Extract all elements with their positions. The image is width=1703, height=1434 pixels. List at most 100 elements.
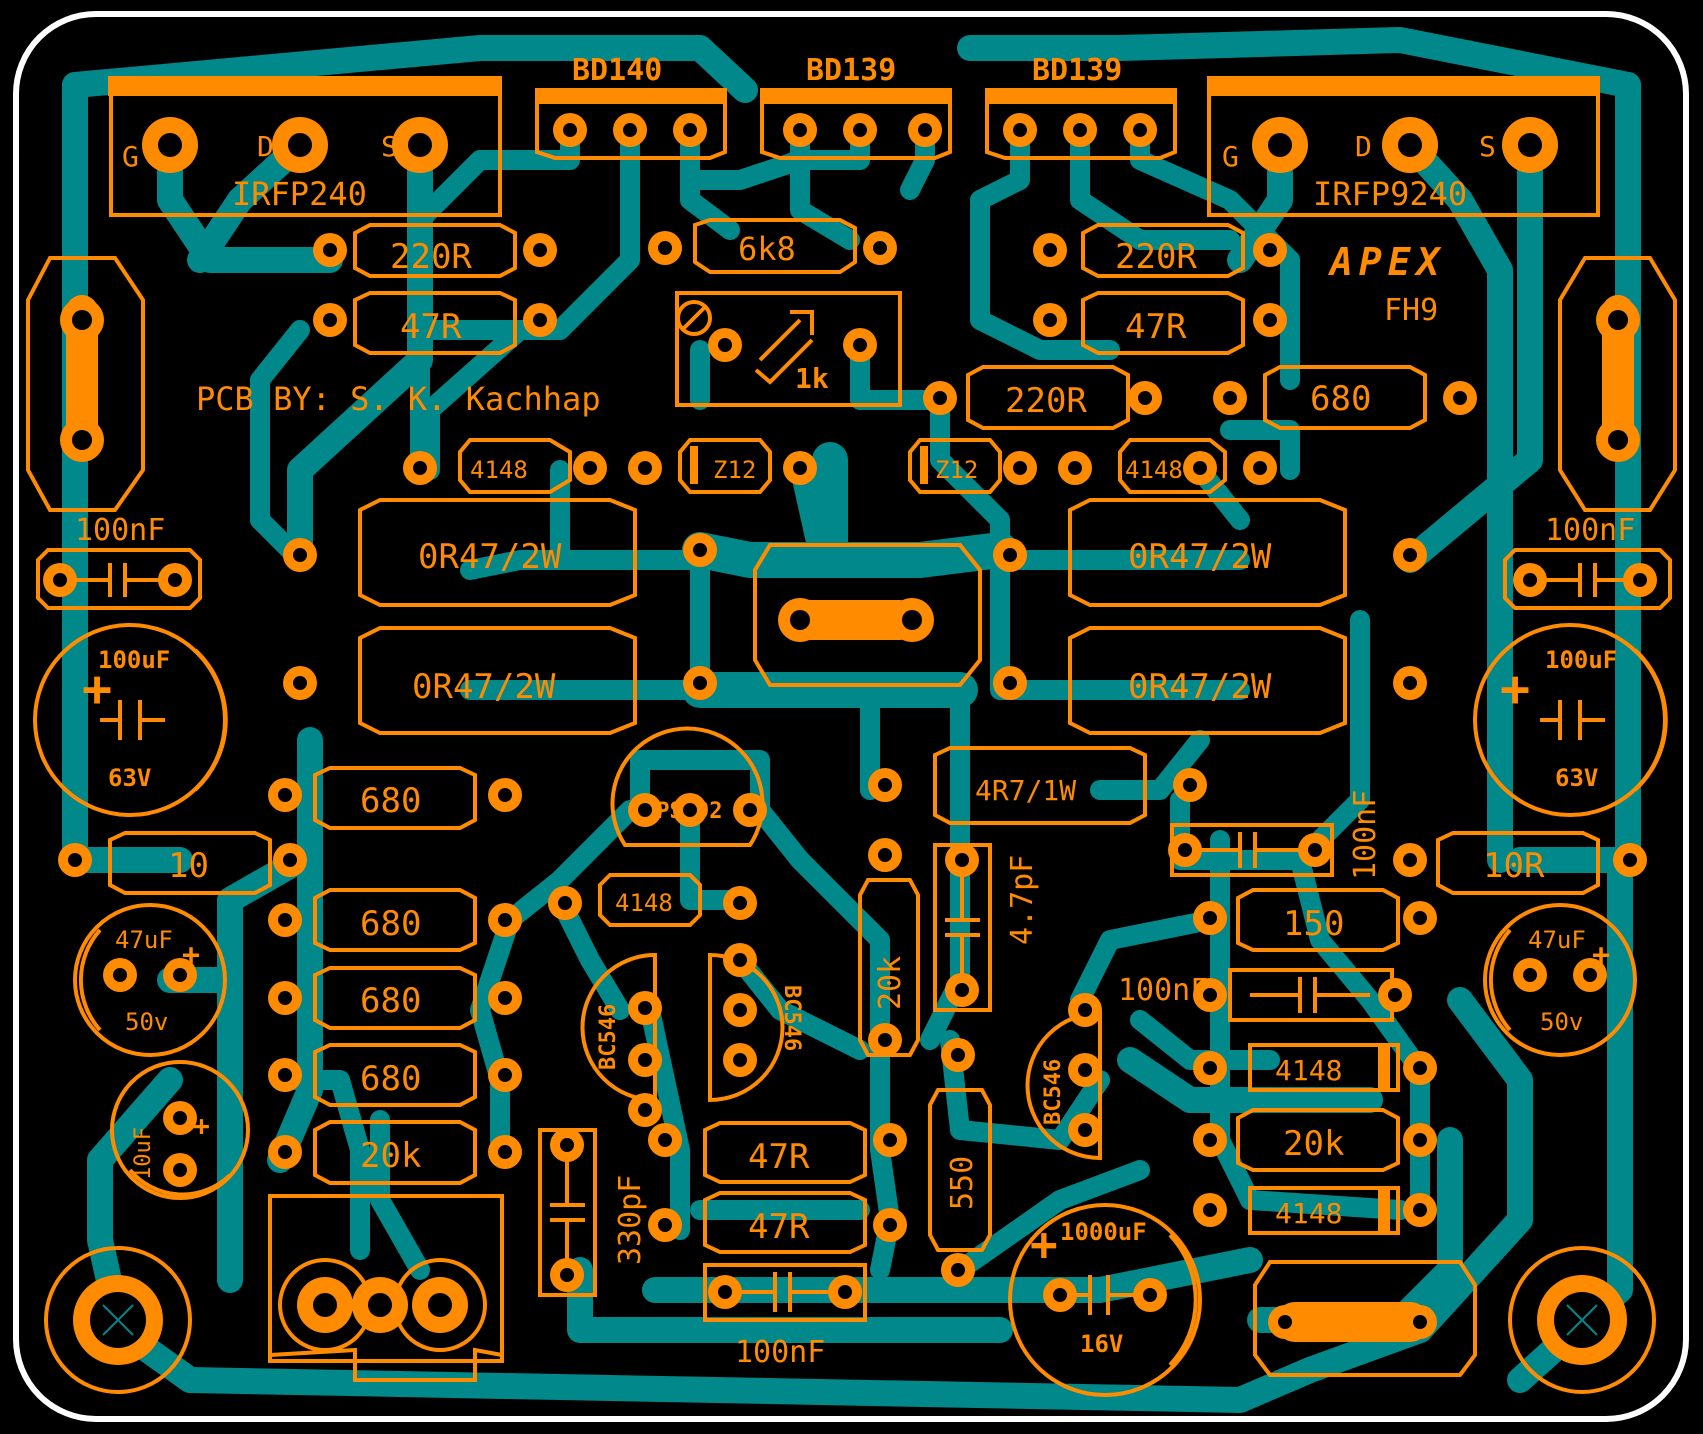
- drill-hole: [278, 913, 292, 927]
- drill-hole: [323, 243, 337, 257]
- resistors: 220R 47R 6k8 220R 47R 220R 680 680 680 6…: [108, 218, 1600, 1254]
- v-50-left: 50v: [125, 1008, 168, 1036]
- r-550: 550: [945, 1156, 980, 1210]
- drill-hole: [1623, 853, 1637, 867]
- drill-hole: [1388, 988, 1402, 1002]
- bc546-a: BC546: [596, 1004, 621, 1070]
- drill-hole: [853, 123, 867, 137]
- c-100u-left-plus: +: [82, 660, 112, 718]
- drill-hole: [323, 313, 337, 327]
- drill-hole: [693, 543, 707, 557]
- drill-hole: [638, 1053, 652, 1067]
- drill-hole: [413, 461, 427, 475]
- drill-hole: [1253, 461, 1267, 475]
- v-63-right: 63V: [1555, 764, 1598, 792]
- drill-hole: [638, 1001, 652, 1015]
- drill-hole: [733, 1053, 747, 1067]
- drill-hole: [1203, 1133, 1217, 1147]
- drill-hole: [1263, 243, 1277, 257]
- drill-hole: [638, 1103, 652, 1117]
- driver-transistors: BD140 BD139 BD139: [535, 53, 1177, 160]
- drill-hole: [883, 1218, 897, 1232]
- d-4148-b: 4148: [1125, 456, 1183, 484]
- drill-hole: [498, 1145, 512, 1159]
- pin-label-d: D: [1355, 130, 1372, 163]
- drill-hole: [533, 313, 547, 327]
- drill-hole: [408, 133, 432, 157]
- drill-hole: [583, 461, 597, 475]
- drill-hole: [1413, 1203, 1427, 1217]
- drill-hole: [718, 338, 732, 352]
- diodes: 4148 4148 Z12 Z12 4148 4148 4148: [458, 438, 1400, 1235]
- drill-hole: [368, 1293, 392, 1317]
- drill-hole: [428, 1293, 452, 1317]
- bd139-label-2: BD139: [1032, 53, 1122, 88]
- drill-hole: [1413, 1315, 1427, 1329]
- drill-hole: [68, 853, 82, 867]
- c-1000u-plus: +: [1030, 1217, 1058, 1271]
- c-100n-bottom: 100nF: [735, 1335, 825, 1370]
- drill-hole: [658, 1133, 672, 1147]
- c-100u-right: 100uF: [1545, 646, 1617, 674]
- drill-hole: [558, 896, 572, 910]
- c-47u-left: 47uF: [115, 926, 173, 954]
- r-220-mid: 220R: [1005, 381, 1087, 421]
- r-220-right: 220R: [1115, 237, 1197, 277]
- drill-hole: [955, 983, 969, 997]
- bias-pot: 1k: [675, 291, 902, 407]
- r-20k-left: 20k: [360, 1136, 421, 1176]
- mounting-holes: [44, 1246, 1656, 1394]
- bc546-c: BC546: [1041, 1059, 1066, 1125]
- v-63-left: 63V: [108, 764, 151, 792]
- drill-hole: [53, 573, 67, 587]
- c-10u-plus: +: [193, 1109, 210, 1142]
- drill-hole: [1453, 391, 1467, 405]
- drill-hole: [878, 848, 892, 862]
- d-4148-a: 4148: [470, 456, 528, 484]
- drill-hole: [853, 338, 867, 352]
- mounting-slots: [26, 256, 1677, 512]
- drill-hole: [918, 123, 932, 137]
- drill-hole: [1203, 1203, 1217, 1217]
- drill-hole: [1053, 1288, 1067, 1302]
- drill-hole: [563, 123, 577, 137]
- r-47-bottom-a: 47R: [748, 1137, 810, 1177]
- drill-hole: [1413, 911, 1427, 925]
- c-100n-mid: 100nF: [1118, 973, 1208, 1008]
- drill-hole: [1003, 548, 1017, 562]
- drill-hole: [283, 853, 297, 867]
- c-100n-right: 100nF: [1545, 513, 1635, 548]
- pin-label-g: G: [122, 140, 139, 173]
- q-right-label: IRFP9240: [1313, 175, 1467, 213]
- pin-label-s: S: [1479, 130, 1496, 163]
- drill-hole: [1178, 843, 1192, 857]
- model-label: FH9: [1384, 293, 1438, 328]
- drill-hole: [1013, 461, 1027, 475]
- r-47-bottom-b: 47R: [748, 1207, 810, 1247]
- drill-hole: [293, 548, 307, 562]
- drill-hole: [1518, 133, 1542, 157]
- drill-hole: [498, 991, 512, 1005]
- q-right-mosfet: G D S IRFP9240: [1207, 76, 1600, 217]
- drill-hole: [1308, 843, 1322, 857]
- v-50-right: 50v: [1540, 1008, 1583, 1036]
- drill-hole: [743, 803, 757, 817]
- drill-hole: [883, 1133, 897, 1147]
- drill-hole: [1143, 1288, 1157, 1302]
- c-100n-left: 100nF: [75, 513, 165, 548]
- drill-hole: [873, 241, 887, 255]
- drill-hole: [733, 953, 747, 967]
- r-47-left: 47R: [400, 307, 462, 347]
- drill-hole: [1403, 676, 1417, 690]
- drill-hole: [693, 676, 707, 690]
- d-4148-e: 4148: [1275, 1197, 1342, 1230]
- drill-hole: [838, 1285, 852, 1299]
- drill-hole: [1413, 1061, 1427, 1075]
- r-47-right: 47R: [1125, 307, 1187, 347]
- drill-hole: [1403, 548, 1417, 562]
- drill-hole: [793, 461, 807, 475]
- drill-hole: [951, 1048, 965, 1062]
- drill-hole: [1043, 313, 1057, 327]
- drill-hole: [158, 133, 182, 157]
- drill-hole: [313, 1293, 337, 1317]
